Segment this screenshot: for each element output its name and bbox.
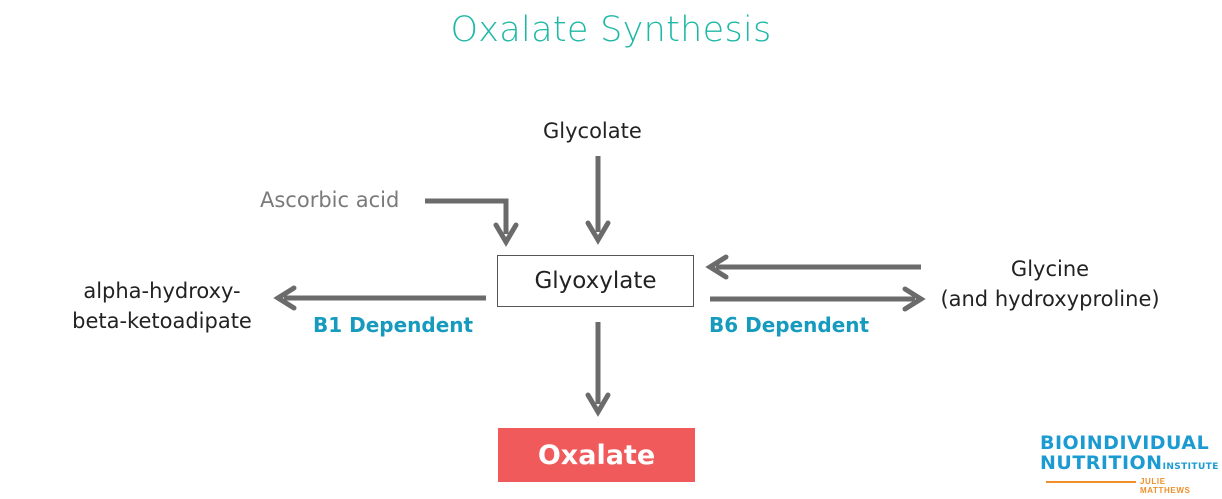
diagram-title: Oxalate Synthesis bbox=[450, 10, 772, 50]
node-ascorbic-acid: Ascorbic acid bbox=[260, 188, 400, 212]
node-alpha-line2: beta-ketoadipate bbox=[72, 309, 252, 333]
node-glycine-line2: (and hydroxyproline) bbox=[940, 287, 1160, 311]
label-b1-dependent: B1 Dependent bbox=[313, 313, 474, 337]
brand-logo: BIOINDIVIDUAL NUTRITIONINSTITUTE JULIE M… bbox=[1040, 432, 1218, 495]
logo-line1: BIOINDIVIDUAL bbox=[1040, 432, 1210, 454]
node-glycine: Glycine (and hydroxyproline) bbox=[930, 254, 1170, 314]
node-glycine-line1: Glycine bbox=[1010, 257, 1090, 281]
label-b6-dependent: B6 Dependent bbox=[709, 313, 870, 337]
logo-line2: NUTRITION bbox=[1040, 452, 1163, 474]
logo-line2-wrap: NUTRITIONINSTITUTE bbox=[1040, 452, 1218, 477]
node-glycolate: Glycolate bbox=[543, 119, 642, 143]
arrow-ascorbic-to-glyoxylate bbox=[425, 198, 509, 234]
node-glyoxylate: Glyoxylate bbox=[497, 255, 694, 307]
node-oxalate-label: Oxalate bbox=[537, 439, 656, 471]
node-oxalate: Oxalate bbox=[498, 428, 695, 482]
logo-rule bbox=[1046, 481, 1136, 483]
node-alpha-hydroxy-beta-ketoadipate: alpha-hydroxy- beta-ketoadipate bbox=[40, 276, 284, 336]
node-glyoxylate-label: Glyoxylate bbox=[534, 268, 657, 294]
logo-institute: INSTITUTE bbox=[1162, 462, 1219, 472]
logo-author: JULIE MATTHEWS bbox=[1140, 477, 1191, 495]
node-alpha-line1: alpha-hydroxy- bbox=[83, 279, 241, 303]
